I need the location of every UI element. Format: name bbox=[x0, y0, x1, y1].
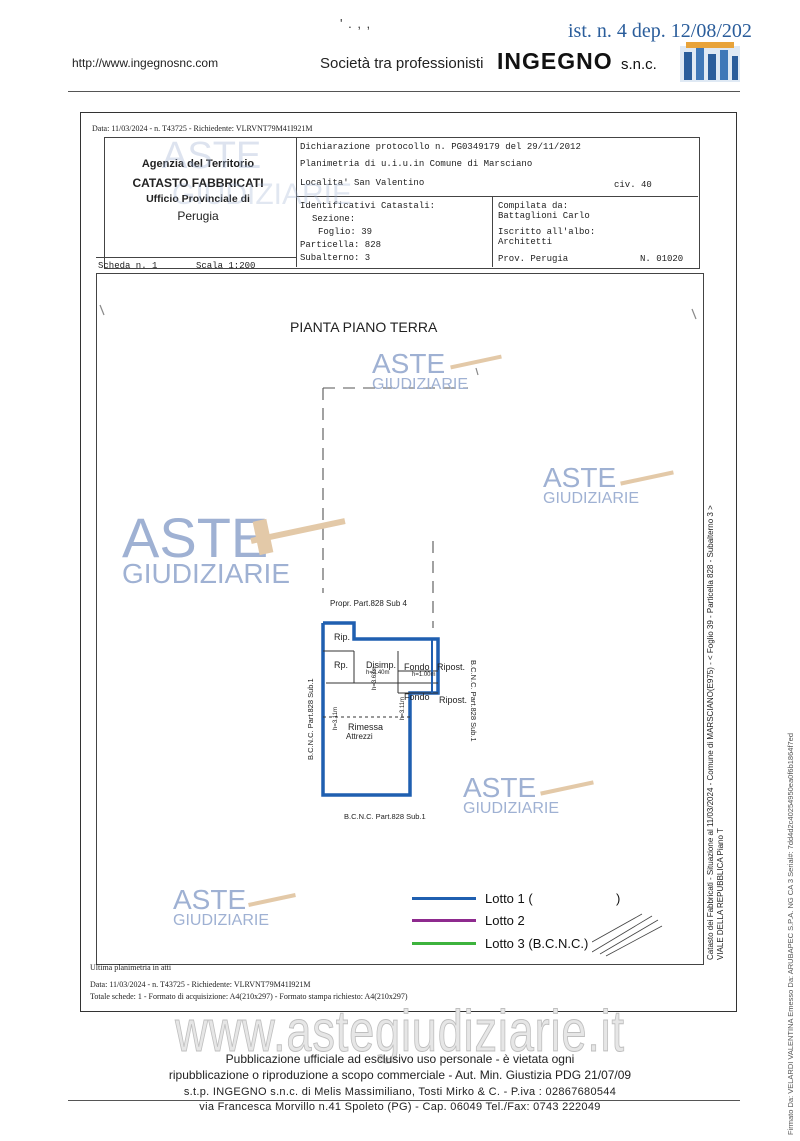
bcnc-label-left: B.C.N.C. Part.828 Sub.1 bbox=[306, 678, 315, 760]
declaration-line: Dichiarazione protocollo n. PG0349179 de… bbox=[300, 142, 581, 152]
watermark-giudiziarie: GIUDIZIARIE bbox=[372, 376, 469, 393]
lotto2-swatch bbox=[412, 919, 476, 922]
bottom-meta-2: Totale schede: 1 - Formato di acquisizio… bbox=[90, 992, 408, 1001]
footer-line-2: ripubblicazione o riproduzione a scopo c… bbox=[168, 1068, 632, 1082]
property-boundary-dashed bbox=[322, 387, 468, 628]
title-block-divider-h bbox=[296, 196, 698, 197]
lotto1-label: Lotto 1 ( bbox=[485, 891, 533, 906]
drawing-area bbox=[96, 273, 704, 965]
ultima-planimetria: Ultima planimetria in atti bbox=[90, 963, 172, 972]
side-text-1: Catasto dei Fabbricati - Situazione al 1… bbox=[706, 505, 715, 960]
room-fondo-1: Fondo bbox=[404, 662, 430, 672]
watermark-aste: ASTE bbox=[372, 348, 446, 379]
identifier-particella: Particella: 828 bbox=[300, 240, 382, 250]
hatch-mark bbox=[592, 913, 663, 957]
room-rip-top: Rip. bbox=[334, 632, 351, 642]
side-text-2: VIALE DELLA REPUBBLICA Piano T bbox=[716, 828, 725, 960]
floor-plan bbox=[99, 304, 697, 797]
compiled-title: Compilata da: bbox=[498, 201, 569, 211]
room-ripost-1: Ripost. bbox=[437, 662, 466, 672]
room-disimp-height: h=2.40m bbox=[366, 670, 390, 676]
albo-value: Architetti bbox=[498, 237, 553, 247]
plan-line: Planimetria di u.i.u.in Comune di Marsci… bbox=[300, 159, 533, 169]
identifier-foglio: Foglio: 39 bbox=[318, 227, 373, 237]
ingegno-logo-icon bbox=[680, 42, 740, 82]
identifier-sezione: Sezione: bbox=[312, 214, 356, 224]
room-rimessa: Rimessa bbox=[348, 722, 384, 732]
site-watermark: www.astegiudiziarie.it bbox=[175, 999, 625, 1065]
compiled-number: N. 01020 bbox=[640, 254, 684, 264]
watermark-aste: ASTE bbox=[173, 884, 247, 915]
society-label: Società tra professionisti bbox=[320, 55, 484, 72]
watermark-aste: ASTE bbox=[543, 462, 617, 493]
agency-line4: Perugia bbox=[177, 209, 219, 223]
bcnc-label-right: B.C.N.C. Part.828 Sub.1 bbox=[469, 660, 478, 742]
room-ripost-2: Ripost. bbox=[439, 695, 468, 705]
deposit-stamp-text: ist. n. 4 dep. 12/08/202 bbox=[568, 20, 752, 42]
brand-suffix: s.n.c. bbox=[621, 56, 657, 73]
scheda-divider bbox=[96, 257, 296, 258]
bcnc-label-bottom: B.C.N.C. Part.828 Sub.1 bbox=[344, 812, 426, 821]
room-height-mid: h=3.63m bbox=[372, 666, 378, 690]
cadastral-document bbox=[80, 112, 737, 1012]
footer-line-1: Pubblicazione ufficiale ad esclusivo uso… bbox=[225, 1052, 575, 1066]
lotto2-label: Lotto 2 bbox=[485, 913, 525, 928]
room-rip: Rp. bbox=[334, 660, 349, 670]
watermark-giudiziarie: GIUDIZIARIE bbox=[463, 800, 560, 817]
plan-title: PIANTA PIANO TERRA bbox=[290, 319, 438, 335]
lotto1-label-end: ) bbox=[616, 891, 621, 906]
room-ripost-height: h=1.00m bbox=[412, 672, 436, 678]
room-disimp: Disimp. bbox=[366, 660, 397, 670]
scheda-number: Scheda n. 1 bbox=[98, 261, 158, 271]
identifier-subalterno: Subalterno: 3 bbox=[300, 253, 371, 263]
lotto3-label: Lotto 3 (B.C.N.C.) bbox=[485, 936, 589, 951]
compiled-province: Prov. Perugia bbox=[498, 254, 569, 264]
lotto1-swatch bbox=[412, 897, 476, 900]
watermark-aste: ASTE bbox=[162, 135, 262, 177]
room-height-right: h=3.11m bbox=[400, 696, 406, 720]
brand-name: INGEGNO bbox=[497, 48, 613, 74]
plan-markers bbox=[99, 304, 697, 376]
footer-line-3: s.t.p. INGEGNO s.n.c. di Melis Massimili… bbox=[183, 1086, 617, 1098]
propr-label: Propr. Part.828 Sub 4 bbox=[330, 599, 407, 608]
room-height-left: h=3.11m bbox=[333, 706, 339, 730]
title-block-divider bbox=[296, 137, 297, 267]
civic-number: civ. 40 bbox=[614, 180, 652, 190]
title-block bbox=[104, 137, 700, 269]
room-attrezzi: Attrezzi bbox=[346, 732, 373, 741]
compiled-name: Battaglioni Carlo bbox=[498, 211, 590, 221]
internal-walls bbox=[323, 639, 438, 718]
locality-line: Localita' San Valentino bbox=[300, 178, 425, 188]
watermark-giudiziarie: GIUDIZIARIE bbox=[122, 558, 291, 589]
watermark-giudiziarie: GIUDIZIARIE bbox=[173, 912, 270, 929]
title-block-divider-v bbox=[492, 196, 493, 267]
redaction-box bbox=[540, 893, 616, 906]
footer-line-4: via Francesca Morvillo n.41 Spoleto (PG)… bbox=[199, 1101, 601, 1113]
header-divider bbox=[68, 91, 740, 92]
agency-line3: Ufficio Provinciale di bbox=[146, 193, 250, 205]
watermark-giudiziarie: GIUDIZIARIE bbox=[543, 490, 640, 507]
top-cut-text: ' . , , bbox=[340, 16, 372, 31]
bottom-meta-1: Data: 11/03/2024 - n. T43725 - Richieden… bbox=[90, 980, 311, 989]
scale: Scala 1:200 bbox=[196, 261, 256, 271]
document-top-meta: Data: 11/03/2024 - n. T43725 - Richieden… bbox=[92, 124, 313, 133]
lotto1-outline bbox=[321, 621, 440, 797]
agency-line1: Agenzia del Territorio bbox=[141, 158, 255, 170]
identifiers-title: Identificativi Catastali: bbox=[300, 201, 436, 211]
watermark-giudiziarie: GIUDIZIARIE bbox=[172, 178, 353, 211]
watermark-aste: ASTE bbox=[463, 772, 537, 803]
agency-line2: CATASTO FABBRICATI bbox=[132, 176, 264, 190]
room-fondo-2: Fondo bbox=[404, 692, 430, 702]
watermark-aste: ASTE bbox=[122, 506, 269, 569]
lotto3-swatch bbox=[412, 942, 476, 945]
albo-title: Iscritto all'albo: bbox=[498, 227, 596, 237]
website-url[interactable]: http://www.ingegnosnc.com bbox=[72, 56, 219, 70]
footer-divider bbox=[68, 1100, 740, 1101]
